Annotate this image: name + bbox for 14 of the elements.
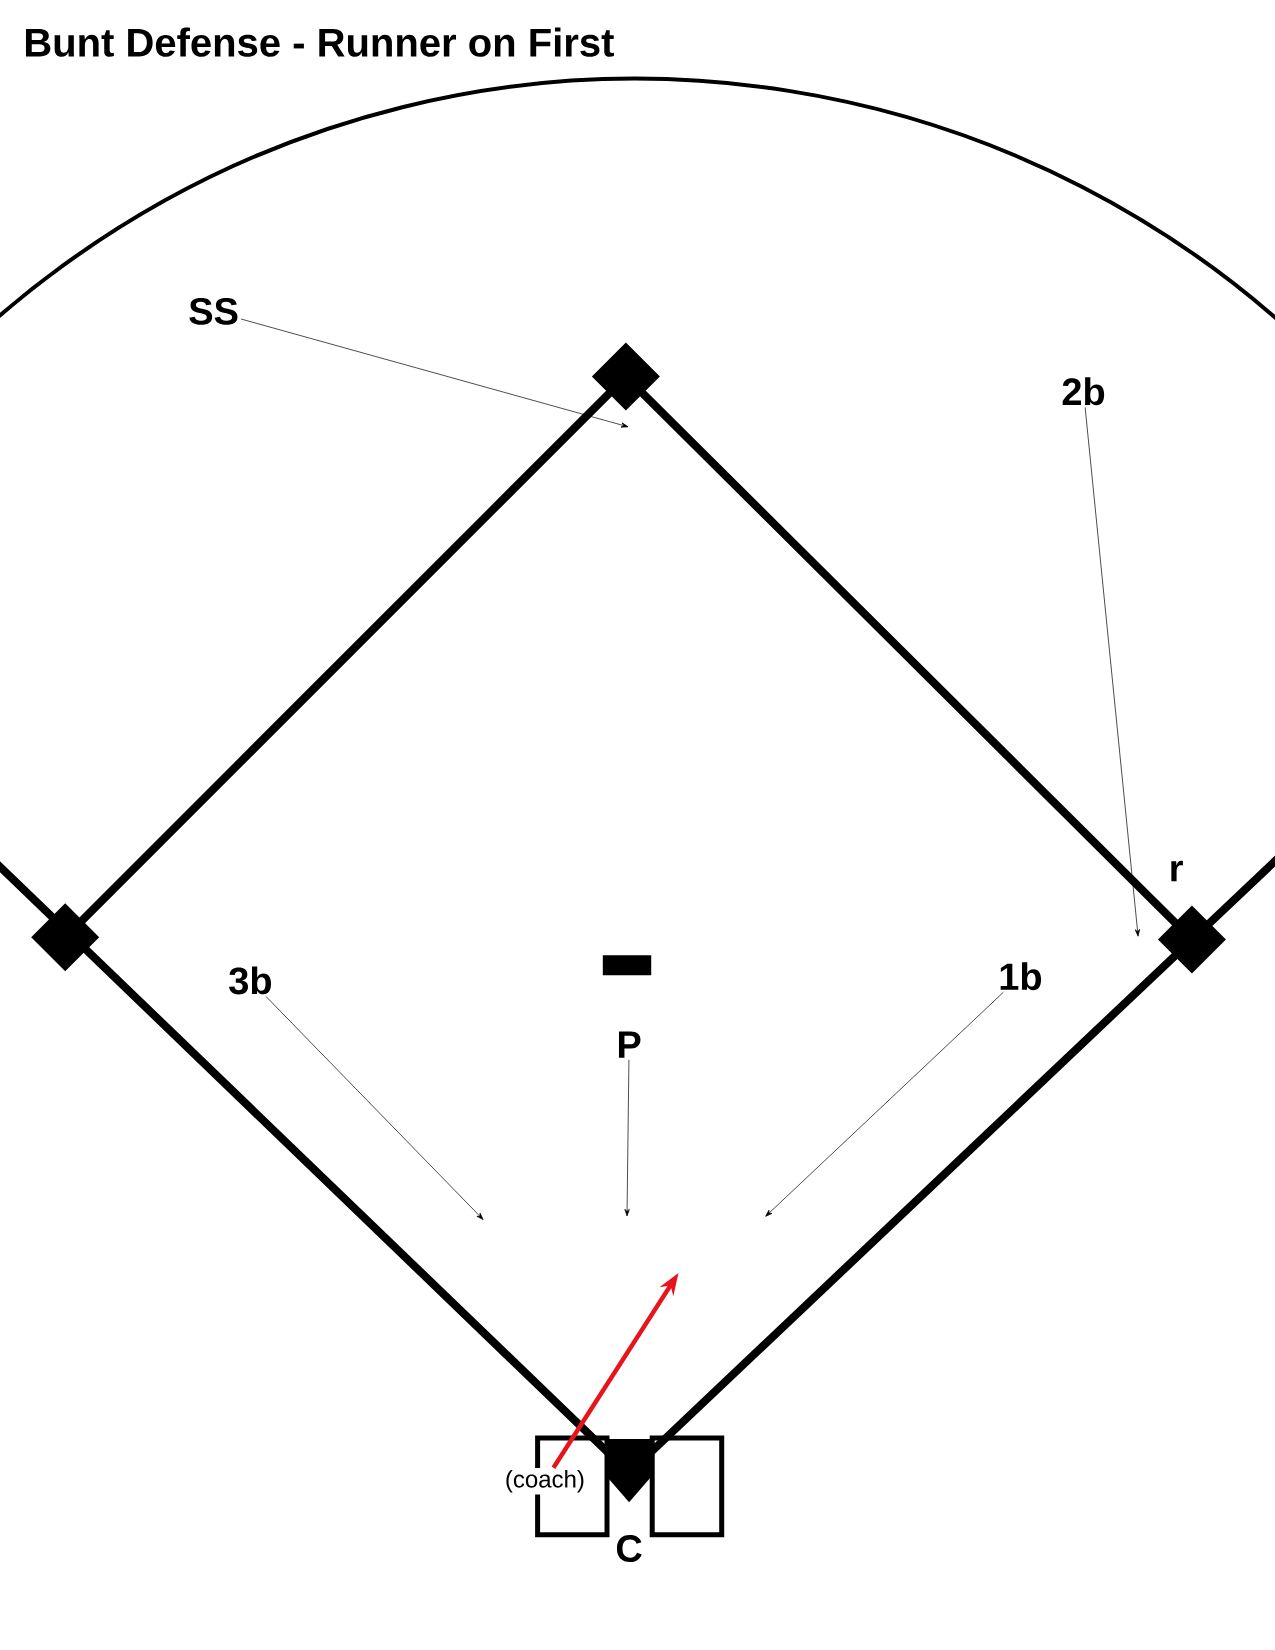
position-label: 1b bbox=[1000, 962, 1041, 991]
arrow bbox=[240, 318, 629, 428]
arrow bbox=[624, 1059, 630, 1217]
position-label: 2b bbox=[1062, 377, 1105, 406]
coach-label: (coach) bbox=[502, 1468, 587, 1495]
arrow bbox=[1084, 407, 1140, 937]
position-label: C bbox=[616, 1535, 642, 1562]
arrow bbox=[265, 996, 484, 1220]
arrow bbox=[765, 992, 1004, 1217]
position-label: P bbox=[618, 1031, 641, 1058]
position-label: SS bbox=[189, 297, 238, 325]
position-label: 3b bbox=[229, 966, 271, 995]
position-label: r bbox=[1171, 860, 1183, 882]
title: Bunt Defense - Runner on First bbox=[26, 27, 614, 57]
